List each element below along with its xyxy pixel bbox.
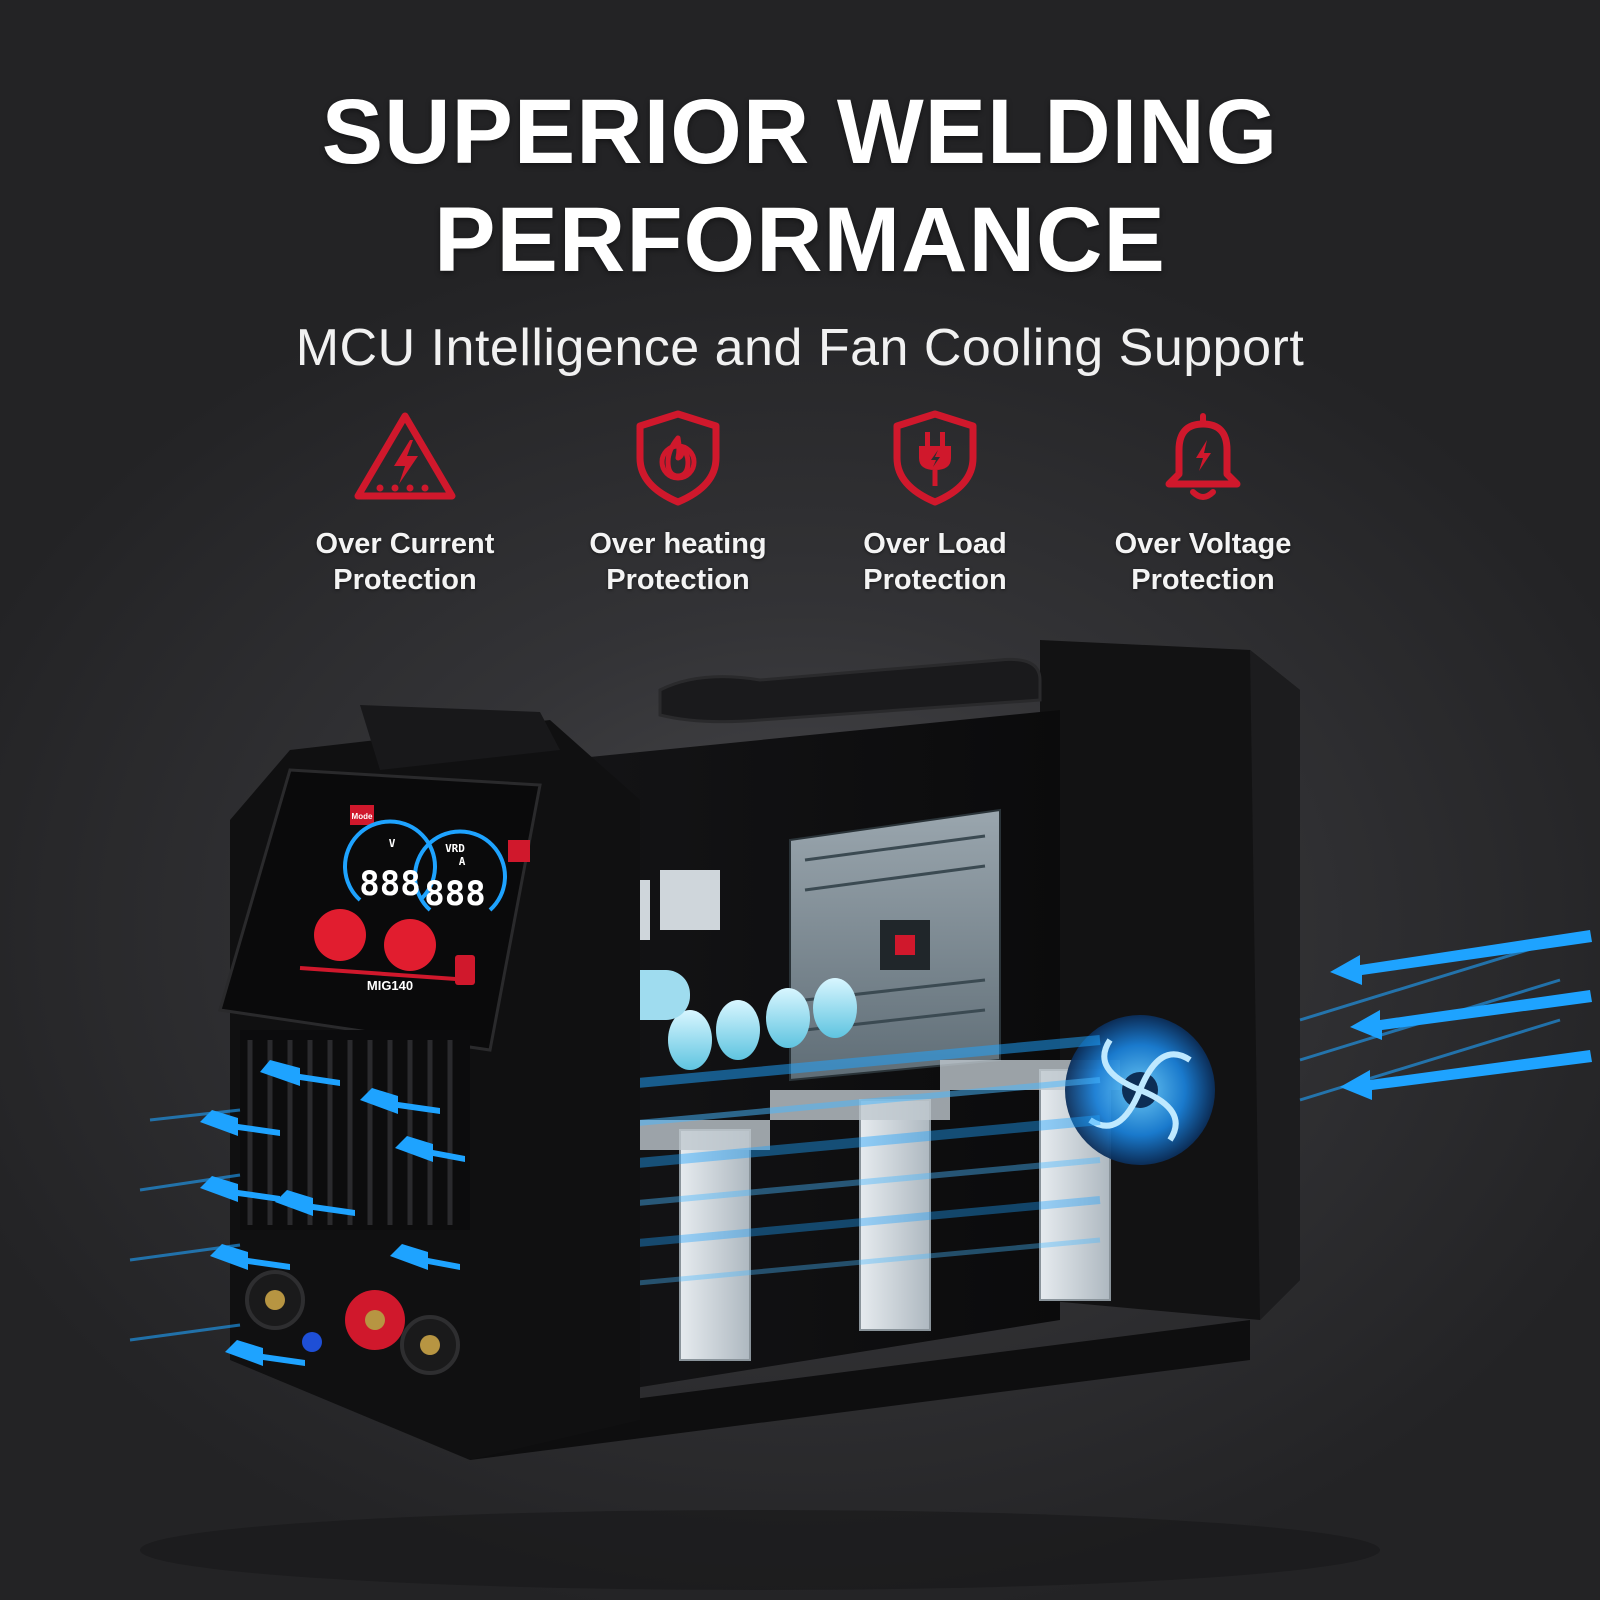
cooling-fan [1065, 1015, 1215, 1165]
feature-over-heating: Over heating Protection [558, 408, 798, 598]
mode-button[interactable] [350, 805, 374, 825]
feature-label-line-1: Over heating [589, 528, 767, 560]
feature-label: Over Current Protection [285, 526, 525, 598]
feature-label: Over Load Protection [815, 526, 1055, 598]
amperage-knob[interactable] [384, 919, 436, 971]
carry-handle [658, 657, 1042, 724]
voltage-knob[interactable] [314, 909, 366, 961]
welder-illustration: Mode V VRD A 888 888 MIG140 [129, 640, 1592, 1590]
shield-plug-icon [893, 410, 977, 506]
feature-label-line-1: Over Load [863, 528, 1007, 560]
feature-label-line-2: Protection [1131, 564, 1275, 596]
feature-label-line-2: Protection [333, 564, 477, 596]
output-terminals [245, 1270, 460, 1375]
mode-label: Mode [352, 812, 373, 821]
front-unit: Mode V VRD A 888 888 MIG140 [218, 705, 640, 1460]
control-panel: Mode V VRD A 888 888 MIG140 [218, 768, 542, 1052]
control-board [789, 808, 1001, 1082]
feature-over-voltage: Over Voltage Protection [1083, 408, 1323, 598]
airflow-inlet-arrows [1299, 930, 1592, 1102]
feature-over-current: Over Current Protection [285, 408, 525, 598]
amperage-unit-label: A [459, 855, 466, 868]
heatsinks [590, 1060, 1120, 1361]
airflow-outlet-arrows [129, 1060, 465, 1366]
shield-flame-icon [636, 410, 720, 506]
floor-shadow [140, 1510, 1380, 1590]
amperage-display: 888 [424, 874, 485, 914]
headline-line-2: PERFORMANCE [434, 189, 1166, 291]
feature-over-load: Over Load Protection [815, 408, 1055, 598]
warning-triangle-lightning-icon [354, 412, 456, 500]
feature-label-line-1: Over Current [315, 528, 495, 560]
feature-label: Over heating Protection [558, 526, 798, 598]
voltage-display: 888 [359, 864, 420, 904]
feature-label-line-1: Over Voltage [1114, 528, 1292, 560]
feature-label-line-2: Protection [606, 564, 750, 596]
feature-label-line-2: Protection [863, 564, 1007, 596]
headline-line-1: SUPERIOR WELDING [321, 81, 1279, 183]
feature-label: Over Voltage Protection [1083, 526, 1323, 598]
bell-lightning-icon [1165, 413, 1241, 500]
voltage-unit-label: V [389, 837, 396, 850]
model-name: MIG140 [367, 978, 413, 993]
subtitle: MCU Intelligence and Fan Cooling Support [295, 319, 1305, 377]
mcu-chip [895, 935, 915, 955]
vrd-label: VRD [445, 842, 465, 855]
